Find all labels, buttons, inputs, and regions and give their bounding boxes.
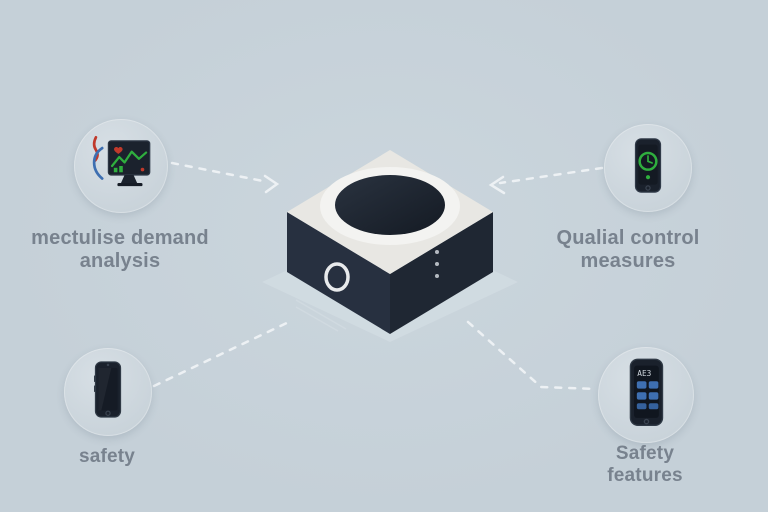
app-button bbox=[636, 403, 647, 410]
label-demand-analysis: mectulise demand analysis bbox=[14, 227, 226, 273]
phone-screen bbox=[98, 367, 118, 411]
cube-lens bbox=[335, 175, 445, 235]
home-button bbox=[645, 185, 651, 191]
vent-line bbox=[295, 306, 339, 332]
node-safety bbox=[64, 348, 152, 436]
blue-curve bbox=[92, 146, 104, 180]
cube-right-face bbox=[390, 212, 493, 334]
node-safety-features: AE3 bbox=[598, 347, 694, 443]
label-safety: safety bbox=[17, 446, 197, 468]
speaker-ring-icon bbox=[324, 262, 350, 292]
monitor-base bbox=[117, 183, 143, 187]
connector-top-left bbox=[170, 161, 270, 184]
chart-line bbox=[110, 150, 148, 168]
chart-bar bbox=[113, 167, 118, 173]
phone-timer-icon bbox=[634, 138, 662, 193]
app-button bbox=[648, 392, 659, 400]
label-line-1: mectulise demand bbox=[31, 227, 209, 249]
connector-bottom-left bbox=[152, 318, 295, 388]
side-button bbox=[94, 375, 96, 382]
label-line-1: Safety bbox=[615, 443, 675, 464]
label-safety-features: Safety features bbox=[555, 443, 735, 487]
indicator-dot bbox=[435, 274, 439, 278]
phone-icon bbox=[94, 361, 122, 418]
label-line-2: features bbox=[607, 465, 683, 486]
side-button bbox=[94, 385, 96, 392]
label-line-2: analysis bbox=[79, 250, 161, 272]
timer-hand bbox=[647, 160, 653, 164]
app-button bbox=[648, 403, 659, 410]
label-quality-control: Qualial control measures bbox=[522, 227, 734, 273]
red-squiggle bbox=[92, 135, 99, 162]
arrowhead-top-left bbox=[263, 174, 280, 194]
connector-bottom-right bbox=[466, 320, 599, 391]
cube-left-face bbox=[287, 212, 390, 334]
indicator-dot bbox=[435, 250, 439, 254]
node-quality-control bbox=[604, 124, 692, 212]
chart-dot bbox=[140, 167, 145, 172]
monitor-stand bbox=[121, 174, 138, 184]
phone-screen-text: AE3 bbox=[637, 369, 651, 378]
label-line-2: measures bbox=[580, 250, 676, 272]
screen-glare bbox=[98, 367, 112, 411]
phone-app-icon: AE3 bbox=[629, 358, 664, 426]
timer-ring bbox=[638, 151, 658, 171]
arrowhead-top-right bbox=[488, 175, 506, 195]
label-line-1: safety bbox=[78, 446, 136, 467]
device-cube bbox=[287, 150, 493, 334]
vent-line bbox=[295, 299, 347, 330]
app-button bbox=[636, 392, 647, 400]
node-demand-analysis bbox=[74, 119, 168, 213]
home-button bbox=[643, 418, 650, 425]
indicator-dot bbox=[435, 262, 439, 266]
monitor-chart-icon bbox=[92, 135, 151, 187]
chart-bar bbox=[119, 166, 123, 173]
app-button bbox=[648, 381, 659, 389]
heart-icon bbox=[114, 147, 123, 154]
camera-dot bbox=[106, 363, 110, 367]
connector-top-right bbox=[498, 166, 604, 185]
status-dot bbox=[645, 175, 651, 180]
label-line-1: Qualial control bbox=[556, 227, 700, 249]
home-button bbox=[105, 410, 111, 416]
app-button bbox=[636, 381, 647, 389]
